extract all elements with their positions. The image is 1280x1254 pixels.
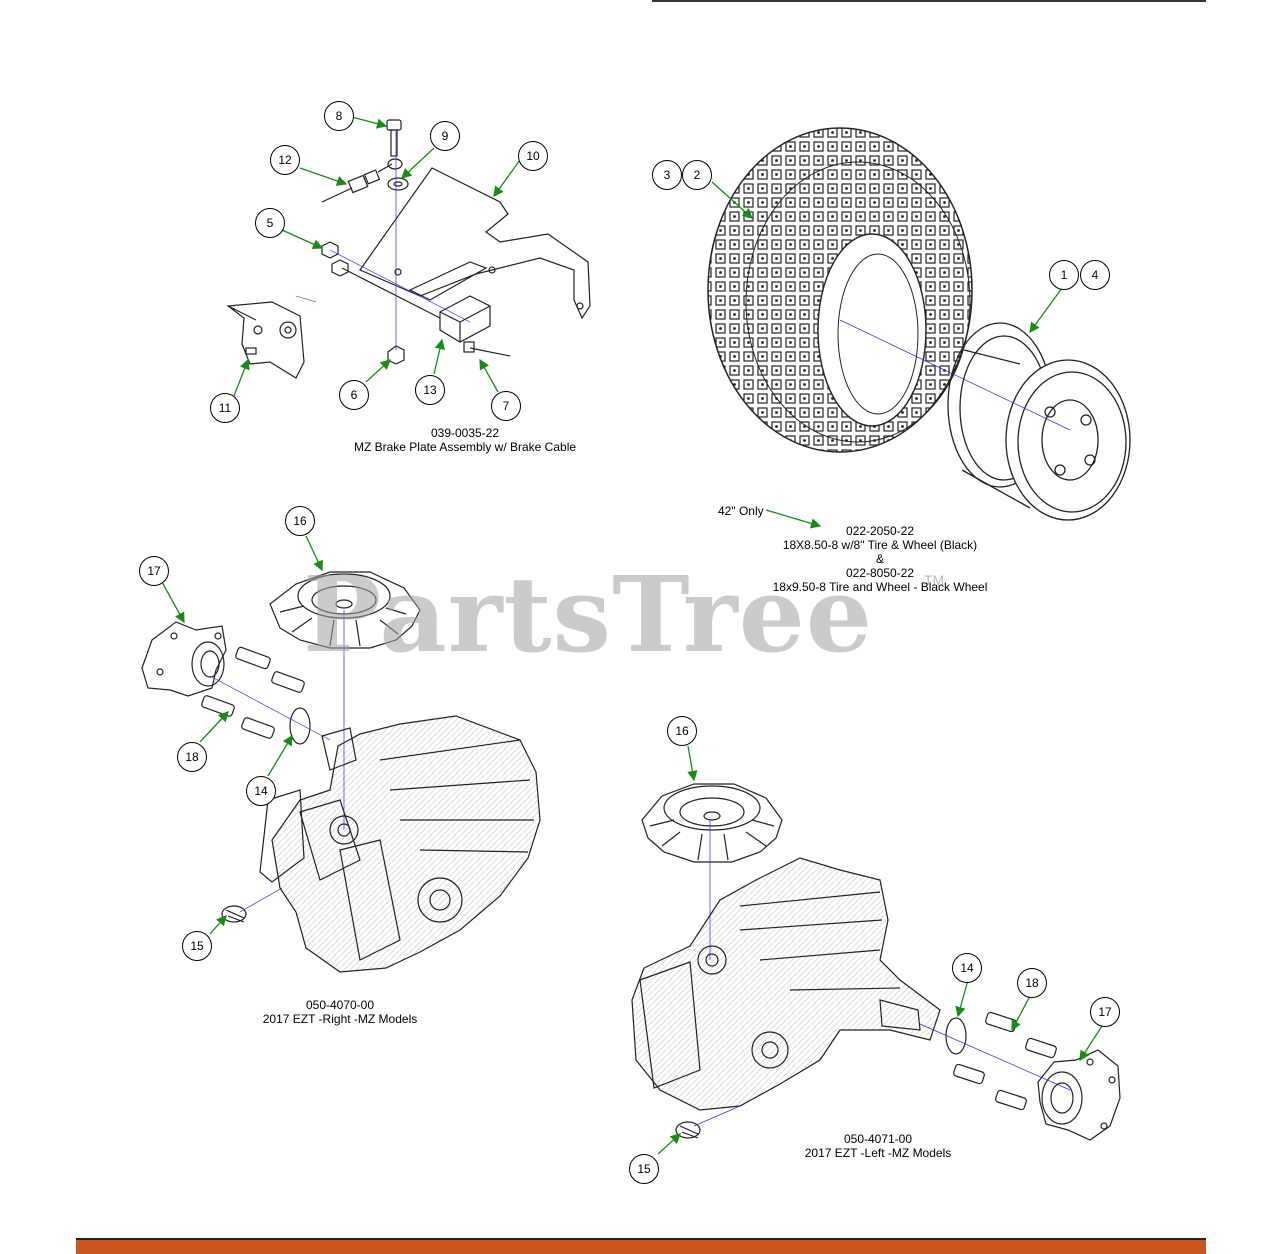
tire-wheel-caption: 022-2050-22 18X8.50-8 w/8" Tire & Wheel … [760,524,1000,594]
callout-17: 17 [1090,997,1120,1027]
tire-and-wheel [707,127,1131,521]
ezt-left-part-number: 050-4071-00 [843,1132,913,1146]
callout-18: 18 [1017,968,1047,998]
tire-wheel-ampersand: & [875,552,884,566]
tire-wheel-part-number-2: 022-8050-22 [845,566,915,580]
wheel-hub [141,621,227,697]
callout-8: 8 [324,101,354,131]
wheel-hub [1037,1049,1121,1141]
lug-studs [953,1011,1057,1111]
fan-pulley [269,571,421,649]
ezt-right-part-number: 050-4070-00 [305,998,375,1012]
seal-ring [945,1017,967,1055]
tire-bore [817,233,927,427]
ezt-right-transaxle [141,571,541,973]
brake-rod [408,261,488,301]
fan-pulley [641,783,783,863]
nut [331,259,349,277]
ezt-left-transaxle [631,783,1121,1141]
callout-14: 14 [952,953,982,983]
callout-17: 17 [139,556,169,586]
callout-16: 16 [285,506,315,536]
ezt-left-description: 2017 EZT -Left -MZ Models [804,1146,952,1160]
watermark-trademark: TM [924,572,945,588]
callout-14: 14 [246,776,276,806]
seal-ring [289,707,311,745]
transaxle-housing [631,857,941,1111]
callout-9: 9 [430,121,460,151]
callout-3: 3 [652,160,682,190]
brake-bracket [226,301,305,379]
callout-2: 2 [682,160,712,190]
callout-15: 15 [629,1154,659,1184]
footer-bar [76,1238,1206,1254]
brake-cable [321,163,393,203]
lug-studs [201,646,305,739]
brake-plate-caption: 039-0035-22 MZ Brake Plate Assembly w/ B… [330,426,600,454]
callout-11: 11 [210,393,240,423]
tire-wheel-part-number-1: 022-2050-22 [845,524,915,538]
wheel-rim [947,322,1131,521]
callout-16: 16 [667,716,697,746]
ezt-right-description: 2017 EZT -Right -MZ Models [262,1012,418,1026]
callout-7: 7 [491,391,521,421]
transaxle-housing [271,715,541,973]
tire-wheel-note: 42" Only [718,504,764,518]
brake-plate [359,167,591,320]
washer [387,177,409,191]
callout-13: 13 [415,375,445,405]
callout-5: 5 [255,208,285,238]
callout-1: 1 [1049,260,1079,290]
nut [387,158,403,170]
bolt [386,119,402,131]
ezt-right-caption: 050-4070-00 2017 EZT -Right -MZ Models [230,998,450,1026]
callout-10: 10 [518,141,548,171]
top-rule [652,0,1206,2]
brake-plate-description: MZ Brake Plate Assembly w/ Brake Cable [353,440,577,454]
watermark: PartsTree [302,553,874,676]
hydraulic-fitting [221,905,247,923]
tire-wheel-description-1: 18X8.50-8 w/8" Tire & Wheel (Black) [782,538,978,552]
callout-12: 12 [270,145,300,175]
tire-wheel-description-2: 18x9.50-8 Tire and Wheel - Black Wheel [772,580,988,594]
brake-plate-part-number: 039-0035-22 [430,426,500,440]
callout-15: 15 [182,931,212,961]
ezt-left-caption: 050-4071-00 2017 EZT -Left -MZ Models [768,1132,988,1160]
callout-4: 4 [1080,260,1110,290]
callout-18: 18 [177,742,207,772]
callout-6: 6 [339,380,369,410]
hydraulic-fitting [675,1121,701,1139]
brake-block [439,295,491,343]
